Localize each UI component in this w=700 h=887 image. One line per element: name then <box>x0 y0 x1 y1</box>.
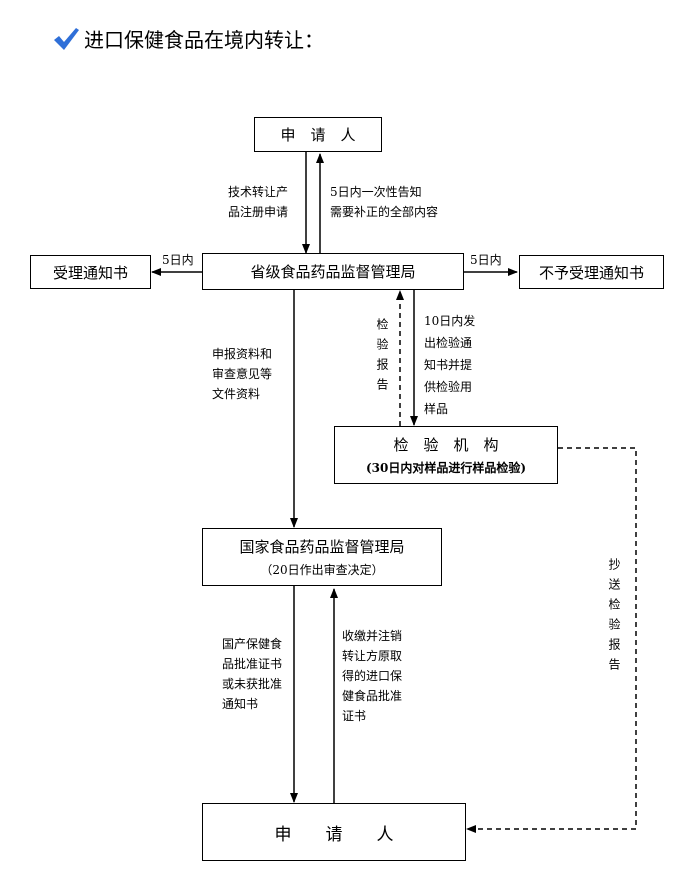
applicant-bottom-box: 申 请 人 <box>202 803 466 861</box>
revoke-label: 收缴并注销 转让方原取 得的进口保 健食品批准 证书 <box>342 629 403 723</box>
approval-label: 国产保健食 品批准证书 或未获批准 通知书 <box>222 637 283 711</box>
copy-report-label: 抄送检验报告 <box>607 558 621 678</box>
page-title-text: 进口保健食品在境内转让： <box>84 28 324 52</box>
applicant-top-box: 申 请 人 <box>254 117 382 152</box>
page-title: 进口保健食品在境内转让： <box>52 24 324 53</box>
inspect-report-label: 检验报告 <box>375 318 389 398</box>
reject-notice-box: 不予受理通知书 <box>519 255 664 289</box>
national-bureau-label: 国家食品药品监督管理局 <box>239 538 405 556</box>
ten-day-label: 10日内发 出检验通 知书并提 供检验用 样品 <box>424 314 476 416</box>
provincial-bureau-box: 省级食品药品监督管理局 <box>202 253 464 290</box>
submit-docs-label: 申报资料和 审查意见等 文件资料 <box>212 347 273 401</box>
left-5day-label: 5日内 <box>162 253 194 267</box>
accept-notice-label: 受理通知书 <box>52 263 128 282</box>
notify-5day-label: 5日内一次性告知 需要补正的全部内容 <box>330 185 439 219</box>
tech-transfer-label: 技术转让产 品注册申请 <box>228 185 289 219</box>
national-bureau-box: 国家食品药品监督管理局 （20日作出审查决定） <box>202 528 442 586</box>
applicant-bottom-label: 申 请 人 <box>274 824 394 845</box>
provincial-bureau-label: 省级食品药品监督管理局 <box>250 263 416 281</box>
national-bureau-sub: （20日作出审查决定） <box>260 563 384 577</box>
inspection-agency-box: 检 验 机 构 (30日内对样品进行样品检验) <box>334 426 558 484</box>
right-5day-label: 5日内 <box>470 253 502 267</box>
checkmark-icon <box>54 27 79 50</box>
inspection-agency-sub: (30日内对样品进行样品检验) <box>365 461 527 475</box>
inspection-agency-label: 检 验 机 构 <box>393 436 499 454</box>
accept-notice-box: 受理通知书 <box>30 255 151 289</box>
applicant-top-label: 申 请 人 <box>280 126 356 144</box>
reject-notice-label: 不予受理通知书 <box>538 263 644 282</box>
